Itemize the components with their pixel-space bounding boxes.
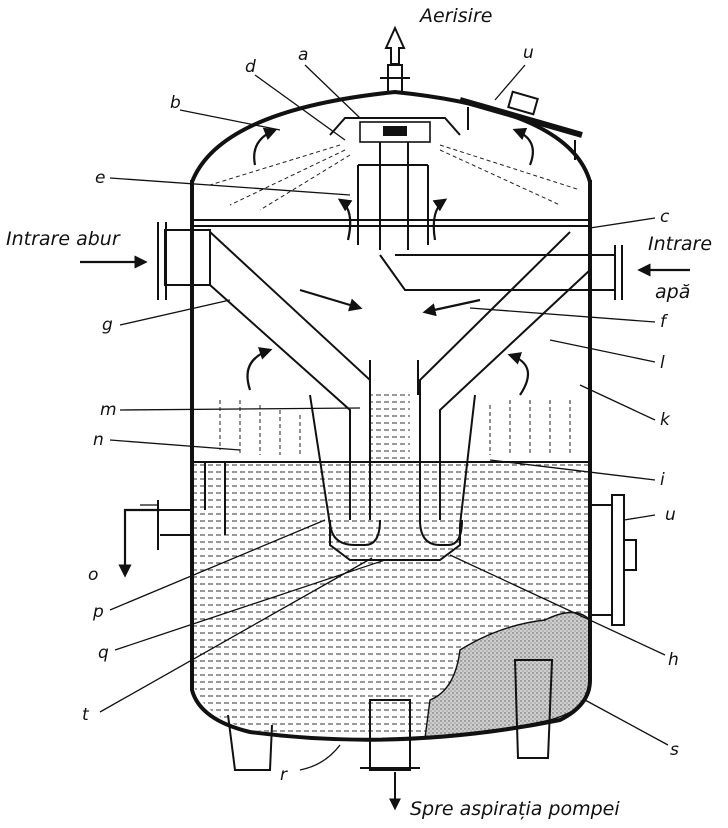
overflow-outlet xyxy=(157,462,226,550)
support-legs xyxy=(227,659,554,771)
spray-head xyxy=(329,117,461,250)
label-pump-suction: Spre aspirația pompei xyxy=(410,798,620,820)
letter-p: p xyxy=(92,602,104,622)
letter-e: e xyxy=(95,168,105,188)
center-column xyxy=(357,164,429,245)
water-inlet-pipe xyxy=(379,245,623,300)
letter-k: k xyxy=(660,410,671,430)
letter-r: r xyxy=(280,765,288,785)
letter-u-right: u xyxy=(665,505,676,525)
vent-pipe xyxy=(380,25,410,92)
flow-lines xyxy=(80,127,690,578)
letter-i: i xyxy=(660,470,665,490)
side-manhole xyxy=(589,494,637,626)
letter-a: a xyxy=(298,45,308,65)
label-vent: Aerisire xyxy=(418,5,492,27)
letter-s: s xyxy=(670,740,679,760)
funnel-water xyxy=(370,390,410,530)
label-steam-inlet: Intrare abur xyxy=(6,228,121,250)
letter-b: b xyxy=(170,93,181,113)
letter-q: q xyxy=(98,643,109,663)
bottom-outlet xyxy=(360,699,420,811)
letter-c: c xyxy=(660,207,670,227)
letter-t: t xyxy=(82,705,90,725)
label-water-inlet-1: Intrare xyxy=(648,233,712,255)
letter-d: d xyxy=(245,57,256,77)
letter-o: o xyxy=(88,565,98,585)
letter-h: h xyxy=(668,650,679,670)
leader-lines xyxy=(99,64,669,771)
letter-m: m xyxy=(100,400,117,420)
vessel xyxy=(190,89,592,742)
letter-g: g xyxy=(102,315,113,335)
label-water-inlet-2: apă xyxy=(655,281,690,303)
letter-u-top: u xyxy=(523,43,534,63)
letter-f: f xyxy=(660,312,669,332)
letter-l: l xyxy=(660,353,665,373)
top-manhole xyxy=(459,90,583,160)
letter-n: n xyxy=(93,430,104,450)
funnel xyxy=(309,360,476,561)
